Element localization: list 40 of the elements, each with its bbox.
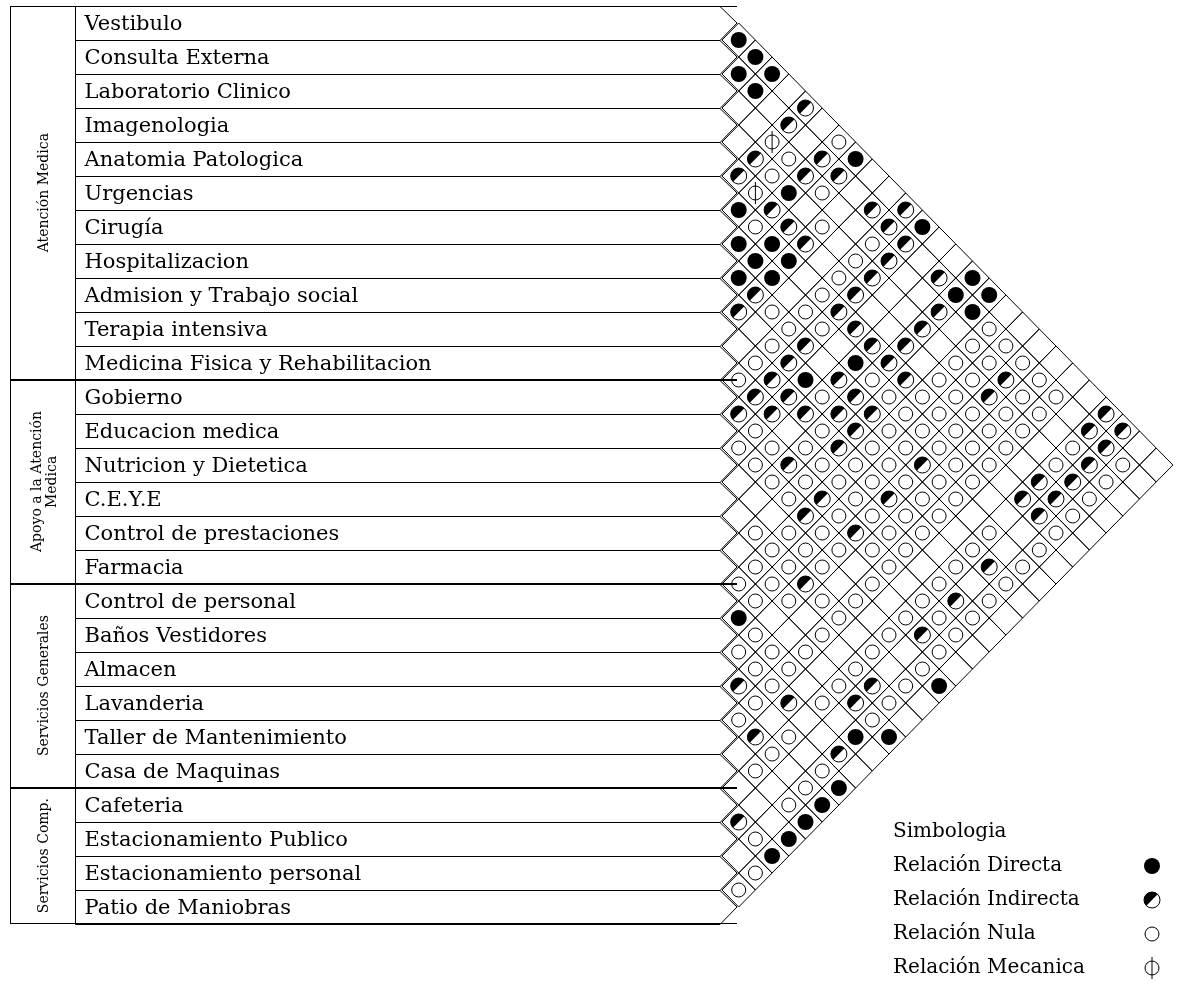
group-band: [10, 380, 737, 584]
group-label: Apoyo a la Atención Medica: [28, 410, 59, 555]
row-label-box: Taller de Mantenimiento: [74, 719, 737, 754]
row-label-box: Casa de Maquinas: [74, 753, 737, 788]
row-label-box: Control de prestaciones: [74, 515, 737, 550]
row-label-box: Consulta Externa: [74, 39, 737, 74]
row-label-box: Gobierno: [74, 379, 737, 414]
row-label-box: Laboratorio Clinico: [74, 73, 737, 108]
legend-text: Relación Mecanica: [893, 954, 1085, 978]
row-label-box: Almacen: [74, 651, 737, 686]
group-band: [10, 788, 737, 924]
row-label-box: Medicina Fisica y Rehabilitacion: [74, 345, 737, 380]
row-label-box: Urgencias: [74, 175, 737, 210]
group-label: Servicios Generales: [36, 615, 51, 757]
legend-title: Simbologia: [893, 818, 1007, 842]
group-label: Servicios Comp.: [36, 798, 51, 914]
row-label-box: Control de personal: [74, 583, 737, 618]
row-label-box: Baños Vestidores: [74, 617, 737, 652]
row-label-box: Terapia intensiva: [74, 311, 737, 346]
group-label: Atención Medica: [36, 133, 51, 253]
row-label-box: Patio de Maniobras: [74, 889, 737, 924]
row-label-box: Nutricion y Dietetica: [74, 447, 737, 482]
row-label-box: C.E.Y.E: [74, 481, 737, 516]
group-band: [10, 584, 737, 788]
row-label-box: Admision y Trabajo social: [74, 277, 737, 312]
legend-text: Relación Nula: [893, 920, 1036, 944]
row-label-box: Vestibulo: [74, 5, 737, 40]
row-label-box: Estacionamiento Publico: [74, 821, 737, 856]
group-band: [10, 6, 737, 380]
row-label-box: Cafeteria: [74, 787, 737, 822]
legend-text: Relación Directa: [893, 852, 1063, 876]
row-label-box: Lavanderia: [74, 685, 737, 720]
legend-text: Relación Indirecta: [893, 886, 1080, 910]
row-label-box: Imagenologia: [74, 107, 737, 142]
row-label-box: Farmacia: [74, 549, 737, 584]
row-label-box: Anatomia Patologica: [74, 141, 737, 176]
row-label-box: Estacionamiento personal: [74, 855, 737, 890]
row-label-box: Educacion medica: [74, 413, 737, 448]
row-label-box: Hospitalizacion: [74, 243, 737, 278]
row-label-box: Cirugía: [74, 209, 737, 244]
